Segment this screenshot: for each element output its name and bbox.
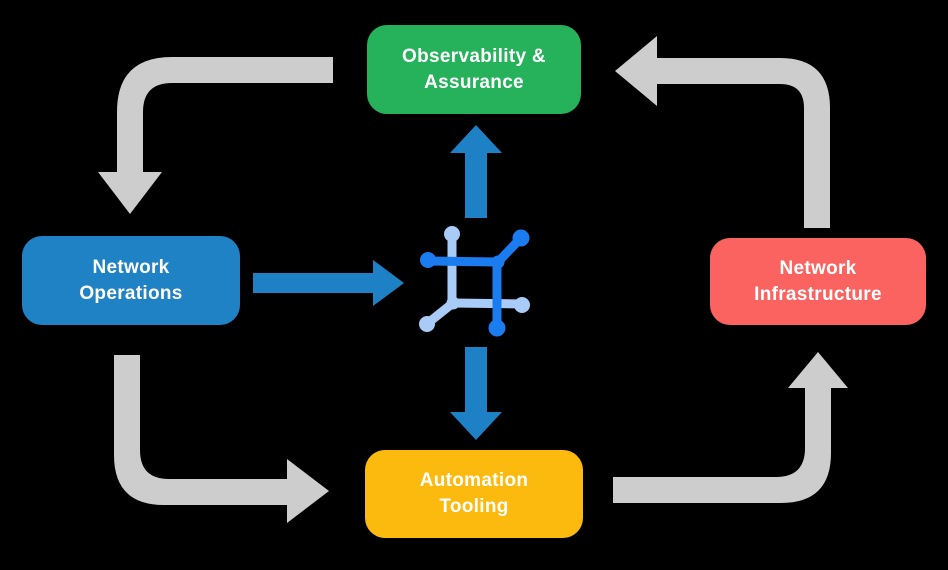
node-label-line: Tooling: [439, 496, 509, 517]
cycle-arrow-observability-to-operations-icon: [98, 57, 333, 214]
network-hub-icon-light-part: [419, 226, 530, 332]
network-hub-icon: [419, 226, 530, 337]
node-label-line: Automation: [419, 470, 529, 491]
node-label-line: Operations: [79, 282, 183, 304]
cycle-arrow-infrastructure-to-observability-icon: [615, 36, 830, 228]
flow-arrows: [253, 125, 502, 440]
node-label-line: Network: [779, 257, 857, 279]
node-observability-assurance: Observability & Assurance: [367, 25, 581, 114]
node-network-operations: Network Operations: [22, 236, 240, 325]
node-network-infrastructure: Network Infrastructure: [710, 238, 926, 325]
node-label-line: Assurance: [424, 71, 524, 93]
cycle-arrow-operations-to-automation-icon: [114, 355, 329, 523]
node-label-line: Network: [92, 256, 170, 278]
node-label-line: Infrastructure: [754, 283, 882, 305]
node-label-line: Observability &: [402, 45, 546, 67]
flow-arrow-operations-to-hub-icon: [253, 260, 404, 306]
network-hub-icon-dark-part: [420, 229, 530, 337]
flow-arrow-hub-to-observability-icon: [450, 125, 502, 218]
cycle-arrows: [98, 36, 848, 523]
cycle-arrow-automation-to-infrastructure-icon: [613, 352, 848, 503]
flow-arrow-hub-to-automation-icon: [450, 347, 502, 440]
node-automation-tooling: Automation Tooling: [365, 450, 583, 538]
